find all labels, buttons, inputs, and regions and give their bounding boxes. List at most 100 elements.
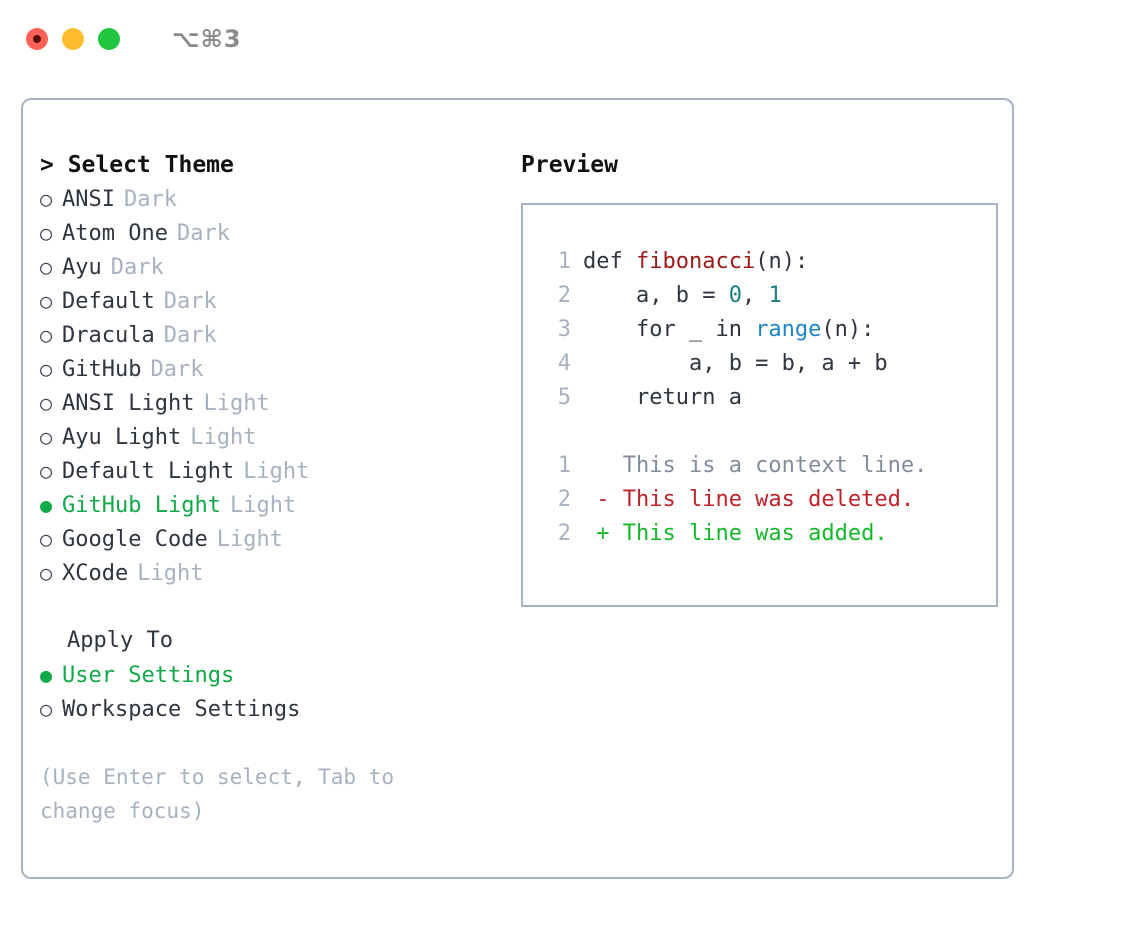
radio-unselected-icon: ○ [40, 255, 53, 279]
theme-option-google-code[interactable]: ○ Google Code Light [40, 522, 500, 556]
theme-option-variant: Dark [150, 357, 204, 382]
line-number: 5 [557, 385, 571, 410]
line-content: for _ in range(n): [583, 313, 874, 347]
line-number: 2 [557, 283, 571, 308]
select-theme-heading: > Select Theme [40, 152, 234, 178]
theme-option-variant: Light [216, 527, 283, 552]
code-line: 2 a, b = 0, 1 [541, 279, 996, 313]
theme-option-label: XCode [62, 561, 129, 586]
theme-option-label: Google Code [62, 527, 208, 552]
window-controls [26, 28, 120, 50]
radio-unselected-icon: ○ [40, 357, 53, 381]
line-content: return a [583, 381, 742, 415]
theme-option-atom-one[interactable]: ○ Atom One Dark [40, 216, 500, 250]
token-plain: a, b = b, a + b [583, 351, 888, 376]
token-call: range [755, 317, 822, 342]
theme-option-github[interactable]: ○ GitHub Dark [40, 352, 500, 386]
token-plain: (n): [821, 317, 875, 342]
theme-option-variant: Dark [123, 187, 177, 212]
line-number: 3 [557, 317, 571, 342]
theme-option-xcode[interactable]: ○ XCode Light [40, 556, 500, 590]
token-plain: for _ in [583, 317, 756, 342]
code-line: 4 a, b = b, a + b [541, 347, 996, 381]
token-plain: return a [583, 385, 742, 410]
line-number: 1 [557, 249, 571, 274]
theme-option-ansi-light[interactable]: ○ ANSI Light Light [40, 386, 500, 420]
theme-option-variant: Dark [163, 289, 217, 314]
theme-option-variant: Dark [176, 221, 230, 246]
radio-unselected-icon: ○ [40, 391, 53, 415]
line-number: 2 [557, 521, 571, 546]
theme-option-label: ANSI Light [62, 391, 195, 416]
code-line: 5 return a [541, 381, 996, 415]
theme-option-label: GitHub [62, 357, 142, 382]
radio-unselected-icon: ○ [40, 425, 53, 449]
radio-unselected-icon: ○ [40, 187, 53, 211]
line-number: 1 [557, 453, 571, 478]
radio-unselected-icon: ○ [40, 221, 53, 245]
diff-line: 1 This is a context line. [541, 449, 996, 483]
maximize-button[interactable] [98, 28, 120, 50]
theme-option-variant: Light [190, 425, 257, 450]
theme-option-variant: Light [137, 561, 204, 586]
theme-option-label: Default [62, 289, 155, 314]
preview-heading: Preview [521, 152, 618, 178]
apply-to-option-label: User Settings [62, 663, 235, 688]
radio-unselected-icon: ○ [40, 697, 53, 721]
radio-unselected-icon: ○ [40, 561, 53, 585]
radio-unselected-icon: ○ [40, 289, 53, 313]
line-number: 2 [557, 487, 571, 512]
token-add: + This line was added. [583, 521, 888, 546]
line-content: a, b = b, a + b [583, 347, 888, 381]
radio-selected-icon: ● [40, 493, 53, 517]
theme-option-label: Dracula [62, 323, 155, 348]
token-plain: , [741, 283, 769, 308]
apply-to-section: Apply To ●User Settings○Workspace Settin… [40, 624, 500, 726]
close-button[interactable] [26, 28, 48, 50]
line-content: a, b = 0, 1 [583, 279, 782, 313]
line-content: - This line was deleted. [583, 483, 914, 517]
theme-option-variant: Light [203, 391, 270, 416]
theme-option-label: Ayu [62, 255, 102, 280]
theme-option-variant: Dark [163, 323, 217, 348]
apply-to-option-workspace-settings[interactable]: ○ Workspace Settings [40, 692, 500, 726]
token-ctx: This is a context line. [583, 453, 928, 478]
apply-to-list[interactable]: ● User Settings ○ Workspace Settings [40, 658, 500, 726]
theme-option-default[interactable]: ○ Default Dark [40, 284, 500, 318]
theme-option-variant: Light [243, 459, 310, 484]
keyboard-shortcut-label: ⌥⌘3 [172, 25, 242, 53]
radio-selected-icon: ● [40, 663, 53, 687]
theme-option-label: Default Light [62, 459, 235, 484]
line-content: This is a context line. [583, 449, 928, 483]
token-plain: def [583, 249, 636, 274]
token-del: - This line was deleted. [583, 487, 915, 512]
diff-line: 2 + This line was added. [541, 517, 996, 551]
line-number: 4 [557, 351, 571, 376]
code-line: 3 for _ in range(n): [541, 313, 996, 347]
theme-option-ansi[interactable]: ○ ANSI Dark [40, 182, 500, 216]
theme-option-label: Ayu Light [62, 425, 182, 450]
radio-unselected-icon: ○ [40, 527, 53, 551]
line-content: + This line was added. [583, 517, 888, 551]
token-num: 1 [768, 283, 782, 308]
theme-option-variant: Light [229, 493, 297, 518]
theme-option-ayu-light[interactable]: ○ Ayu Light Light [40, 420, 500, 454]
apply-to-option-label: Workspace Settings [62, 697, 301, 722]
token-fn: fibonacci [635, 249, 756, 274]
theme-option-label: Atom One [62, 221, 168, 246]
apply-to-option-user-settings[interactable]: ● User Settings [40, 658, 500, 692]
theme-option-label: ANSI [62, 187, 115, 212]
minimize-button[interactable] [62, 28, 84, 50]
token-plain: (n): [755, 249, 809, 274]
